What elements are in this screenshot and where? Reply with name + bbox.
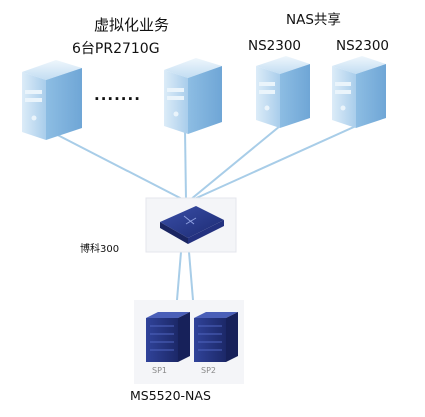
nas-title: NAS共享 xyxy=(286,12,341,28)
sp1-label: SP1 xyxy=(152,366,167,375)
virtualization-server-icon xyxy=(22,60,82,140)
link-nas-1 xyxy=(189,125,281,201)
nas-server-icon xyxy=(256,56,310,128)
link-nas-2 xyxy=(191,125,357,201)
virtualization-server-icon xyxy=(164,58,222,134)
storage-array-icon xyxy=(134,300,244,384)
switch-label: 博科300 xyxy=(80,244,120,255)
sp2-label: SP2 xyxy=(201,366,216,375)
storage-label: MS5520-NAS xyxy=(130,388,211,403)
link-server-2 xyxy=(184,129,187,201)
nas-server-1-label: NS2300 xyxy=(248,38,302,54)
virtualization-subtitle: 6台PR2710G xyxy=(72,41,160,57)
connection-links xyxy=(43,125,357,313)
fc-switch-icon xyxy=(145,197,237,253)
link-server-1 xyxy=(43,127,185,201)
nas-server-icon xyxy=(332,56,386,128)
more-servers-ellipsis: ....... xyxy=(94,86,141,104)
virtualization-title: 虚拟化业务 xyxy=(94,16,170,34)
nas-server-2-label: NS2300 xyxy=(336,38,390,54)
